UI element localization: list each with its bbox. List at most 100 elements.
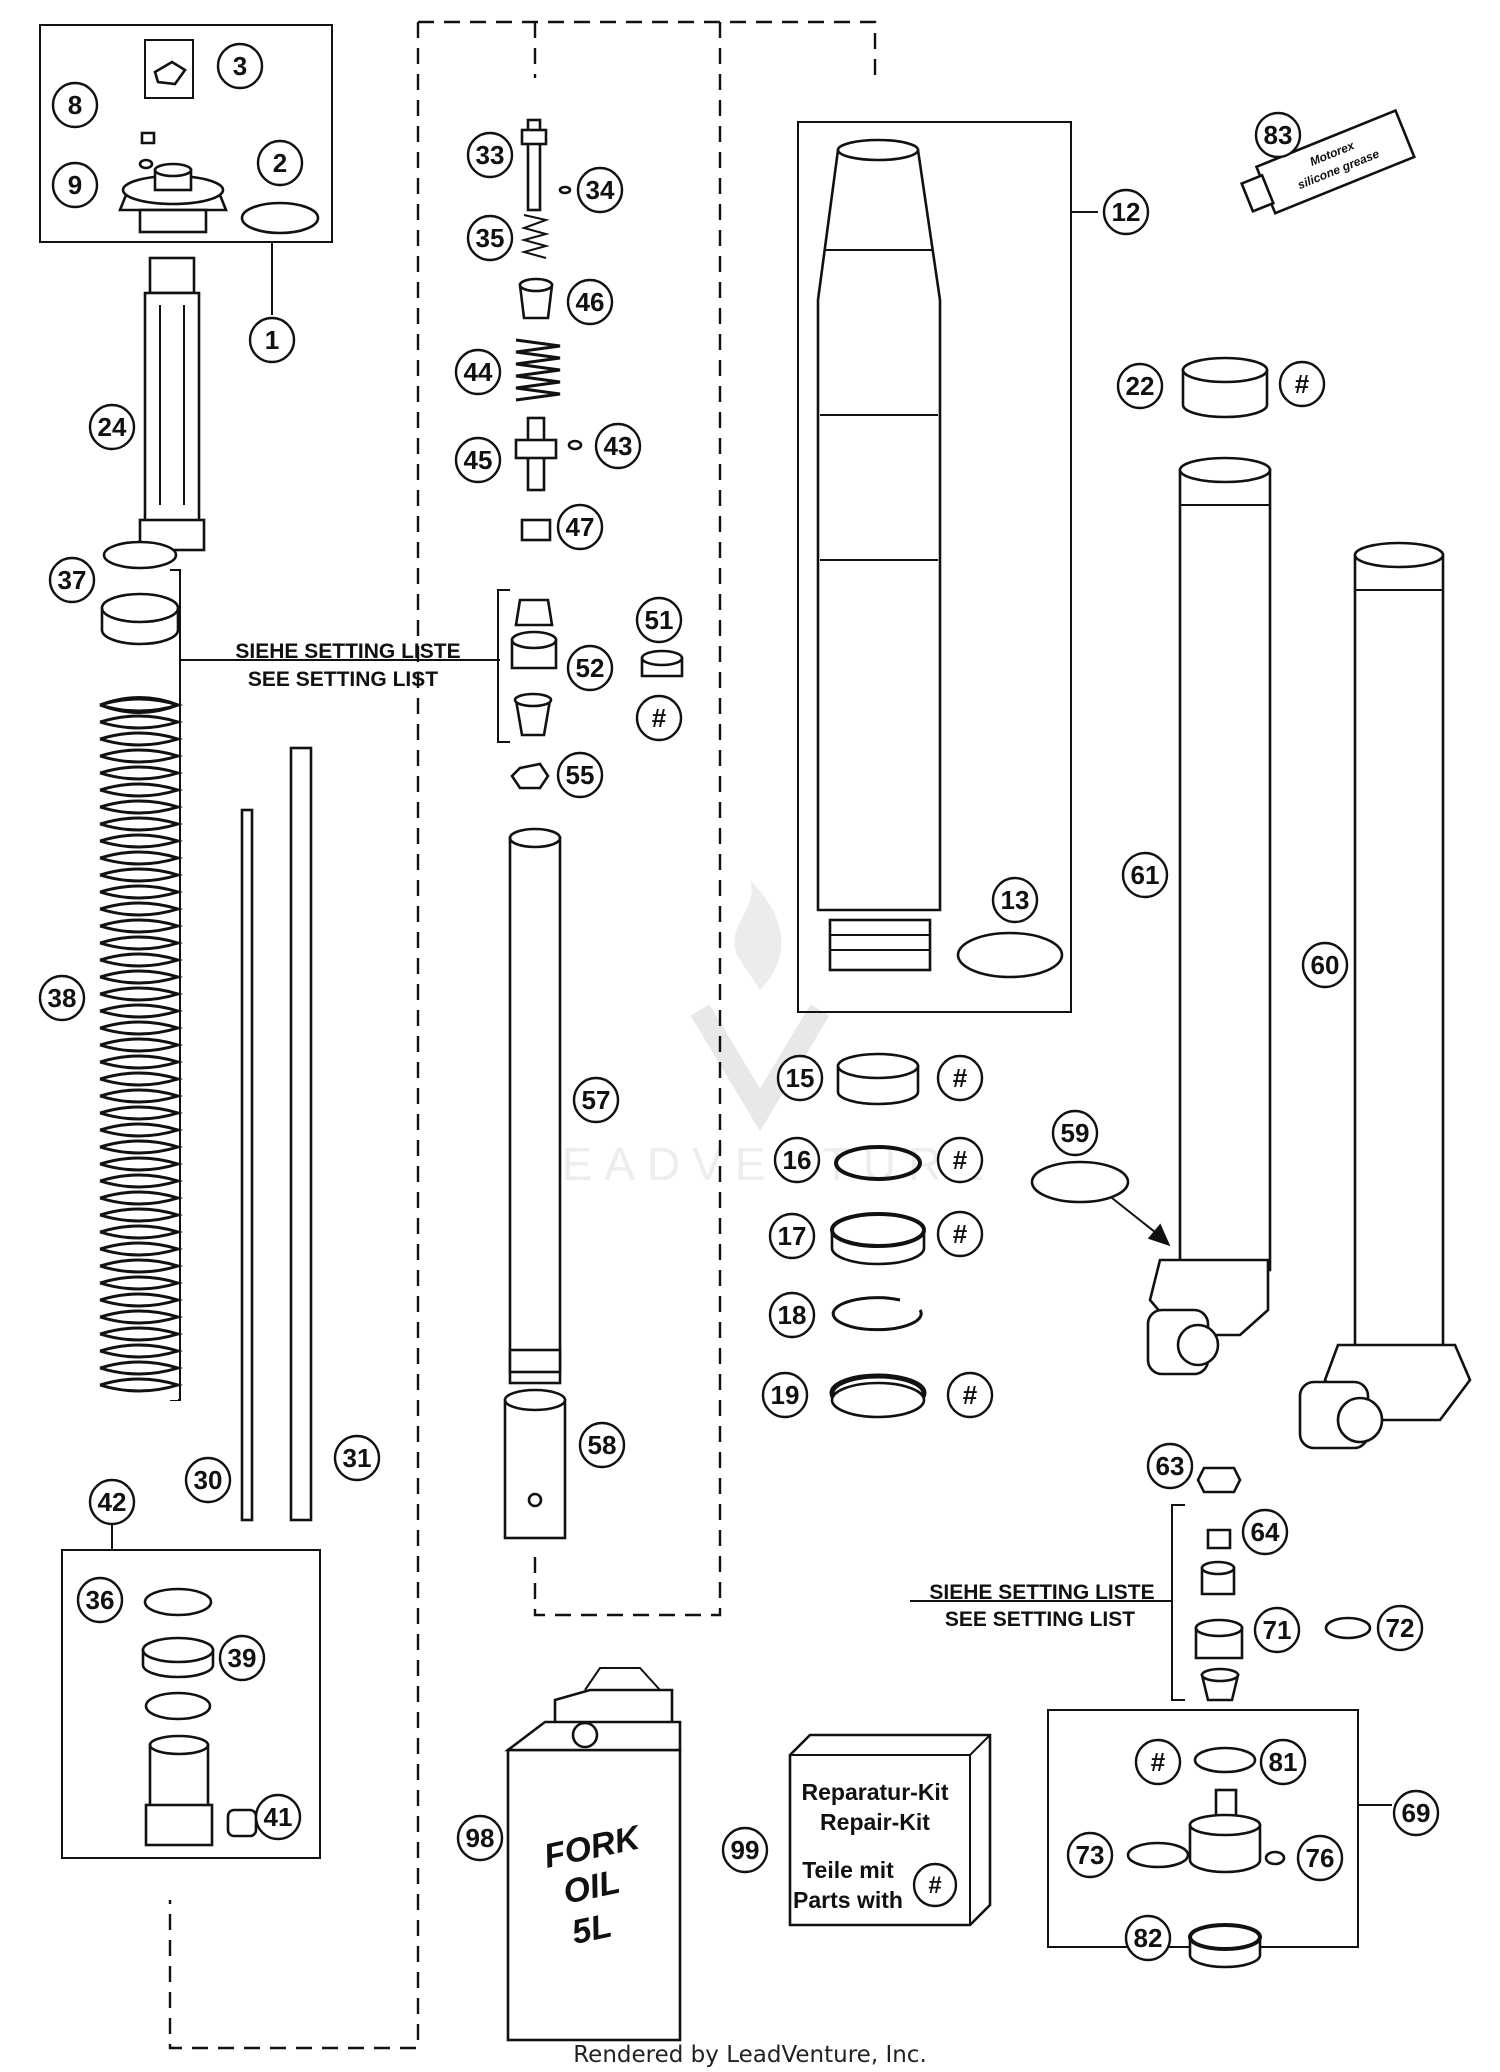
- part-inner-tube-60: [1298, 541, 1472, 1450]
- setting-note-en-1: SEE SETTING LIST: [248, 668, 438, 691]
- callout-label: 31: [343, 1443, 372, 1473]
- part-fork-spring: [99, 696, 184, 1400]
- callout-label: 71: [1263, 1615, 1292, 1645]
- callout-label: 1: [265, 325, 279, 355]
- callout-label: 57: [582, 1085, 611, 1115]
- callout-label: 44: [464, 357, 493, 387]
- callout-label: 55: [566, 760, 595, 790]
- callout-31: 31: [333, 1434, 381, 1482]
- callout-99: 99: [721, 1826, 769, 1874]
- callout-label: 36: [86, 1585, 115, 1615]
- callout-81: 81: [1259, 1738, 1307, 1786]
- callout-kit-marker: #: [936, 1210, 984, 1258]
- callout-39: 39: [218, 1634, 266, 1682]
- callout-82: 82: [1124, 1914, 1172, 1962]
- callout-label: 82: [1134, 1923, 1163, 1953]
- callout-8: 8: [51, 81, 99, 129]
- callout-12: 12: [1102, 188, 1150, 236]
- callout-label: 69: [1402, 1798, 1431, 1828]
- callout-38: 38: [38, 974, 86, 1022]
- callout-label: 52: [576, 653, 605, 683]
- dashed-guides: [168, 20, 877, 2050]
- callout-15: 15: [776, 1054, 824, 1102]
- callout-36: 36: [76, 1576, 124, 1624]
- callout-13: 13: [991, 876, 1039, 924]
- callout-label: 51: [645, 605, 674, 635]
- part-bottom-valve-42: [141, 1587, 258, 1847]
- part-grease-tube: Motorex silicone grease: [1239, 108, 1416, 215]
- part-inner-tube-61: [1146, 456, 1272, 1376]
- callout-label: 8: [68, 90, 82, 120]
- callout-kit-marker: #: [1134, 1738, 1182, 1786]
- callout-label: 59: [1061, 1118, 1090, 1148]
- part-rod-30: [240, 808, 254, 1522]
- callout-58: 58: [578, 1421, 626, 1469]
- part-shim-37a: [102, 540, 178, 570]
- callout-label: #: [953, 1219, 968, 1249]
- callout-41: 41: [254, 1793, 302, 1841]
- callout-label: #: [953, 1145, 968, 1175]
- part-repair-kit: Reparatur-Kit Repair-Kit Teile mit Parts…: [788, 1733, 992, 1927]
- callout-34: 34: [576, 166, 624, 214]
- part-o-ring-2: [240, 201, 320, 235]
- callout-17: 17: [768, 1212, 816, 1260]
- callout-label: 58: [588, 1430, 617, 1460]
- callout-label: 24: [98, 412, 127, 442]
- callout-label: 22: [1126, 371, 1155, 401]
- svg-text:5L: 5L: [568, 1907, 615, 1952]
- callout-label: #: [1295, 369, 1310, 399]
- callout-label: 15: [786, 1063, 815, 1093]
- setting-note-de-1: SIEHE SETTING LISTE: [235, 640, 460, 663]
- callout-35: 35: [466, 214, 514, 262]
- callout-label: 42: [98, 1487, 127, 1517]
- callout-kit-marker: #: [635, 694, 683, 742]
- callout-63: 63: [1146, 1442, 1194, 1490]
- footer-credit: Rendered by LeadVenture, Inc.: [573, 2042, 927, 2068]
- callout-label: 41: [264, 1802, 293, 1832]
- svg-text:Reparatur-Kit: Reparatur-Kit: [802, 1779, 949, 1805]
- part-o-ring-59: [1030, 1160, 1130, 1204]
- part-bushing-58: [503, 1388, 567, 1540]
- callout-44: 44: [454, 348, 502, 396]
- callout-kit-marker: #: [936, 1136, 984, 1184]
- callout-43: 43: [594, 422, 642, 470]
- callout-label: 60: [1311, 950, 1340, 980]
- arrow-head-59: [1147, 1223, 1171, 1247]
- part-adjuster-knob: [144, 39, 194, 99]
- callout-label: 45: [464, 445, 493, 475]
- callout-37: 37: [48, 556, 96, 604]
- callout-label: 39: [228, 1643, 257, 1673]
- callout-label: 33: [476, 140, 505, 170]
- callout-64: 64: [1241, 1508, 1289, 1556]
- callout-19: 19: [761, 1371, 809, 1419]
- callout-9: 9: [51, 161, 99, 209]
- callout-kit-marker: #: [946, 1371, 994, 1419]
- callout-label: 12: [1112, 197, 1141, 227]
- callout-1: 1: [248, 316, 296, 364]
- callout-60: 60: [1301, 941, 1349, 989]
- callout-72: 72: [1376, 1604, 1424, 1652]
- part-shim-37b-top: [100, 592, 180, 624]
- callout-label: 9: [68, 170, 82, 200]
- setting-note-de-2: SIEHE SETTING LISTE: [929, 1581, 1154, 1604]
- callout-label: 63: [1156, 1451, 1185, 1481]
- part-valve-stack: [514, 118, 583, 542]
- part-cartridge-top: [138, 256, 206, 552]
- callout-55: 55: [556, 751, 604, 799]
- callout-42: 42: [88, 1478, 136, 1526]
- part-outer-tube: [816, 138, 942, 972]
- callout-label: #: [1151, 1747, 1166, 1777]
- part-screw: [140, 131, 156, 145]
- part-o-ring-13: [956, 931, 1064, 979]
- part-damper-tube: [508, 827, 562, 1385]
- callout-51: 51: [635, 596, 683, 644]
- callout-label: 81: [1269, 1747, 1298, 1777]
- callout-kit-marker: #: [1278, 360, 1326, 408]
- callout-47: 47: [556, 503, 604, 551]
- callout-label: 43: [604, 431, 633, 461]
- setting-note-1: SIEHE SETTING LISTE SEE SETTING LIST: [235, 640, 460, 691]
- callout-label: 38: [48, 983, 77, 1013]
